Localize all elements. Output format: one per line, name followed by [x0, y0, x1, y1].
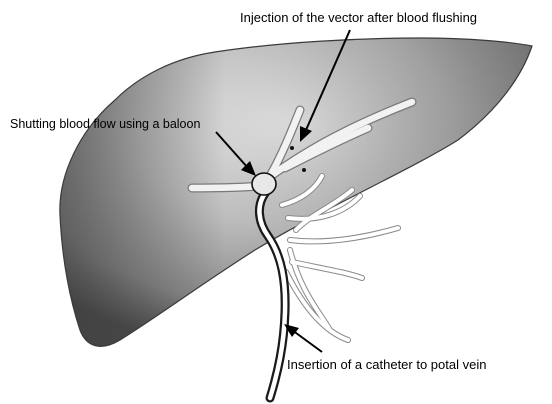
injection-dot	[290, 146, 294, 150]
injection-dot	[302, 168, 306, 172]
balloon	[252, 173, 276, 195]
label-injection: Injection of the vector after blood flus…	[240, 11, 477, 24]
label-shutting: Shutting blood flow using a baloon	[10, 118, 200, 131]
label-insertion: Insertion of a catheter to potal vein	[287, 358, 486, 371]
